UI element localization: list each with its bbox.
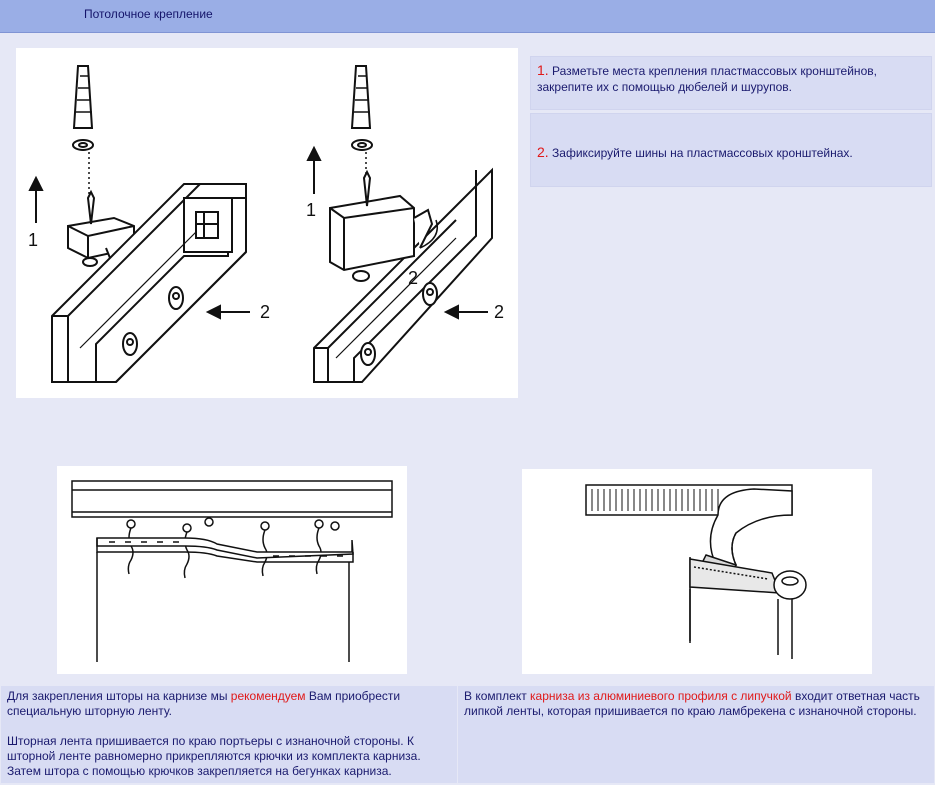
arrow-label-1-left: 1 (28, 230, 38, 250)
page-header: Потолочное крепление (0, 0, 935, 33)
bracket-right (329, 194, 415, 272)
curtain-tape-note-p1: Для закрепления шторы на карнизе мы реко… (7, 689, 451, 719)
note-right-highlight: карниза из алюминиевого профиля с липучк… (530, 689, 792, 703)
curtain-fabric (96, 552, 350, 662)
velcro-note: В комплект карниза из алюминиевого профи… (458, 686, 934, 783)
dowel-right (350, 65, 373, 151)
step-1-text: Разметьте места крепления пластмассовых … (537, 64, 877, 94)
velcro-valance-figure (522, 469, 872, 674)
arrow-label-1-right: 1 (306, 200, 316, 220)
runners-right (360, 282, 438, 366)
dowel-left (72, 65, 94, 151)
curtain-rail-profile (71, 480, 393, 518)
arrow-label-2-right: 2 (494, 302, 504, 322)
rotate-label-2: 2 (408, 268, 418, 288)
note-right-text-b: входит ответная часть липкой ленты, кото… (464, 689, 920, 718)
step-2-text: Зафиксируйте шины на пластмассовых кронш… (552, 146, 853, 160)
rail-right (313, 167, 493, 383)
arrow-label-2-left: 2 (260, 302, 270, 322)
rail-left (51, 183, 247, 383)
note-left-text-b: Вам приобрести специальную шторную ленту… (7, 689, 401, 718)
curtain-tape-note-p2: Шторная лента пришивается по краю портье… (7, 734, 421, 778)
curtain-tape-figure (57, 466, 407, 674)
ceiling-mount-figure: 1 2 (16, 48, 518, 398)
step-2: 2. Зафиксируйте шины на пластмассовых кр… (530, 113, 932, 187)
step-1-number: 1. (537, 62, 549, 78)
page-title: Потолочное крепление (84, 7, 213, 21)
runners-left (122, 286, 184, 356)
note-left-text-a: Для закрепления шторы на карнизе мы (7, 689, 231, 703)
note-right-text-a: В комплект (464, 689, 531, 703)
step-1: 1. Разметьте места крепления пластмассов… (530, 56, 932, 110)
note-left-highlight: рекомендуем (230, 689, 306, 703)
curtain-tape-note: Для закрепления шторы на карнизе мы реко… (1, 686, 457, 783)
velcro-note-p1: В комплект карниза из алюминиевого профи… (464, 689, 928, 719)
step-2-number: 2. (537, 144, 549, 160)
velcro-tape (689, 488, 807, 659)
curtain-tape (96, 537, 354, 563)
